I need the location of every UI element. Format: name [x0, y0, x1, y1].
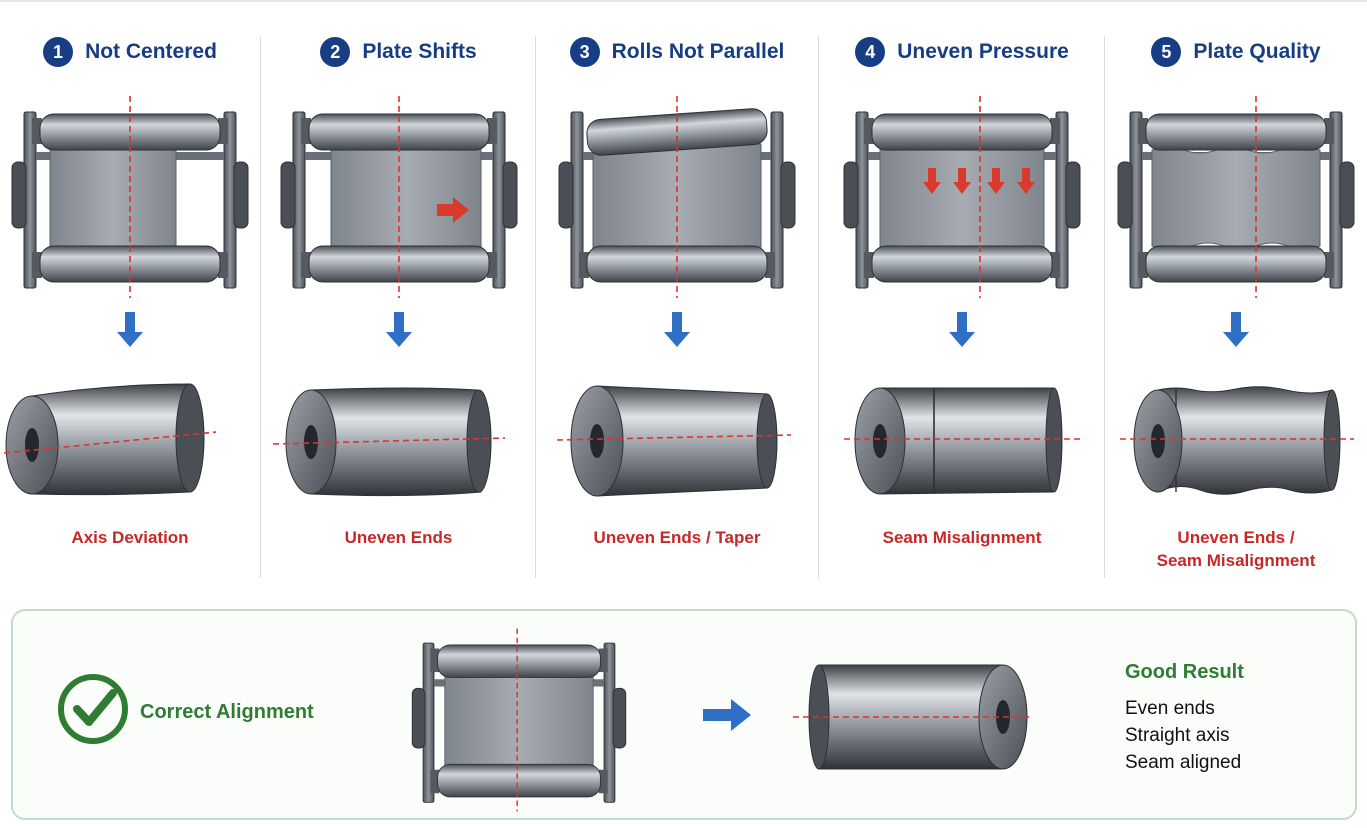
- cylinder-result: [0, 383, 217, 496]
- good-result-item: Even ends: [1125, 698, 1215, 719]
- cylinder-result: [1120, 386, 1354, 495]
- issue-header: 1 Not Centered: [0, 36, 260, 68]
- shift-arrow-icon: [436, 197, 469, 223]
- number-badge: 3: [569, 37, 600, 67]
- correct-roll-bender-diagram: [411, 628, 627, 812]
- cylinder-result: [844, 387, 1080, 495]
- correct-alignment-panel: Correct Alignment Good Result Even ends …: [11, 609, 1357, 820]
- down-arrow-icon: [1223, 312, 1249, 347]
- defect-result-label: Seam Misalignment: [882, 528, 1042, 547]
- number-badge: 4: [855, 37, 886, 67]
- issue-title: Plate Quality: [1193, 40, 1321, 63]
- good-cylinder-result: [793, 664, 1031, 770]
- defect-result-line: Uneven Ends /: [1177, 528, 1295, 547]
- roll-bender-diagram: [1117, 96, 1355, 298]
- column-divider: [1104, 36, 1105, 578]
- defect-result-label: Uneven Ends / Taper: [593, 528, 761, 547]
- roll-bender-diagram: [843, 96, 1081, 298]
- number-badge: 1: [43, 37, 74, 67]
- number-badge: 5: [1151, 37, 1182, 67]
- roll-bender-diagram: [11, 96, 249, 298]
- down-arrow-icon: [117, 312, 143, 347]
- column-divider: [818, 36, 819, 578]
- number-badge: 2: [320, 37, 351, 67]
- roll-bender-diagram: [558, 96, 796, 298]
- down-arrow-icon: [664, 312, 690, 347]
- defect-result-label: Axis Deviation: [71, 528, 189, 547]
- good-result-item: Seam aligned: [1125, 752, 1242, 773]
- top-rule: [0, 0, 1367, 2]
- issue-header: 3 Rolls Not Parallel: [536, 36, 818, 68]
- pressure-arrows-icon: [923, 168, 1035, 194]
- defect-result-line: Seam Misalignment: [1156, 551, 1316, 570]
- issue-panel-not-centered: 1 Not Centered Axis Deviation: [0, 0, 260, 600]
- column-divider: [260, 36, 261, 578]
- defect-result-label: Uneven Ends: [344, 528, 453, 547]
- down-arrow-icon: [385, 312, 412, 347]
- issue-header: 2 Plate Shifts: [262, 36, 535, 68]
- correct-alignment-label: Correct Alignment: [140, 701, 314, 723]
- issue-panel-uneven-pressure: 4 Uneven Pressure Seam Misalignment: [820, 0, 1104, 600]
- good-result-item: Straight axis: [1125, 725, 1230, 746]
- issue-panel-rolls-not-parallel: 3 Rolls Not Parallel Uneven Ends / Taper: [536, 0, 818, 600]
- issue-panel-plate-quality: 5 Plate Quality Uneven Ends / Seam Misal…: [1105, 0, 1367, 600]
- check-circle-icon: [58, 674, 128, 744]
- column-divider: [535, 36, 536, 578]
- issue-title: Plate Shifts: [362, 40, 477, 63]
- down-arrow-icon: [949, 312, 975, 347]
- cylinder-result: [556, 385, 792, 497]
- issue-header: 4 Uneven Pressure: [820, 36, 1104, 68]
- good-result-title: Good Result: [1125, 661, 1244, 683]
- issue-header: 5 Plate Quality: [1105, 36, 1367, 68]
- issue-panel-plate-shifts: 2 Plate Shifts Uneven Ends: [262, 0, 535, 600]
- issue-title: Uneven Pressure: [897, 40, 1069, 63]
- good-result-list: Even ends Straight axis Seam aligned: [1125, 695, 1241, 776]
- cylinder-result: [272, 387, 505, 497]
- issue-title: Not Centered: [85, 40, 217, 63]
- roll-bender-diagram: [280, 96, 517, 298]
- defect-result-label: Uneven Ends / Seam Misalignment: [1105, 526, 1367, 572]
- issue-title: Rolls Not Parallel: [611, 40, 785, 63]
- right-arrow-icon: [703, 699, 751, 731]
